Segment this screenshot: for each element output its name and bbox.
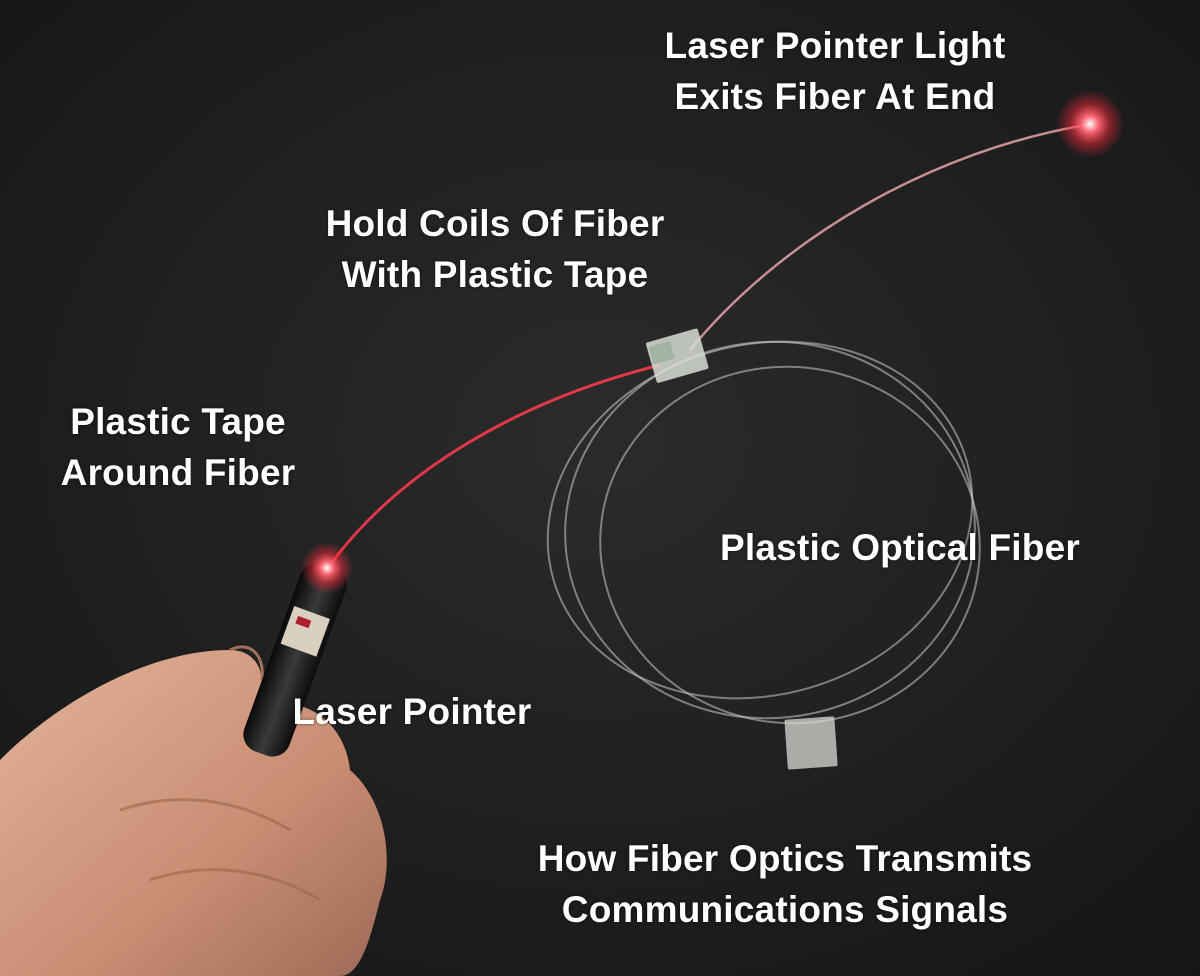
label-plastic-tape-line1: Plastic Tape: [70, 401, 286, 442]
caption-line2: Communications Signals: [561, 889, 1009, 930]
label-laser-pointer: Laser Pointer: [262, 686, 562, 737]
label-plastic-tape: Plastic Tape Around Fiber: [28, 396, 328, 498]
label-light-exits: Laser Pointer Light Exits Fiber At End: [620, 20, 1050, 122]
label-light-exits-line2: Exits Fiber At End: [674, 76, 996, 117]
label-light-exits-line1: Laser Pointer Light: [664, 25, 1006, 66]
lit-fiber-input: [328, 363, 661, 566]
label-laser-pointer-line1: Laser Pointer: [292, 691, 532, 732]
laser-pointer-body: [243, 562, 347, 757]
laser-tip-glow: [301, 542, 353, 594]
label-plastic-optical-fiber-line1: Plastic Optical Fiber: [720, 527, 1080, 568]
tape-top: [645, 328, 709, 383]
label-hold-coils-line2: With Plastic Tape: [341, 254, 649, 295]
caption-line1: How Fiber Optics Transmits: [537, 838, 1033, 879]
tape-bottom: [784, 716, 838, 770]
exit-glow: [1056, 90, 1124, 158]
caption: How Fiber Optics Transmits Communication…: [480, 833, 1090, 935]
lit-fiber-output: [689, 122, 1093, 351]
fiber-coils: [546, 340, 981, 725]
label-plastic-optical-fiber: Plastic Optical Fiber: [680, 522, 1120, 573]
label-hold-coils: Hold Coils Of Fiber With Plastic Tape: [285, 198, 705, 300]
label-plastic-tape-line2: Around Fiber: [60, 452, 296, 493]
label-hold-coils-line1: Hold Coils Of Fiber: [325, 203, 665, 244]
